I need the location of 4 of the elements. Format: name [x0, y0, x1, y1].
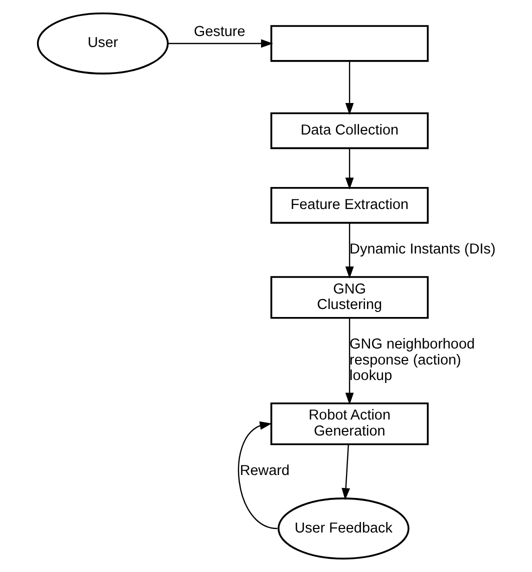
edge-label: Gesture [193, 24, 245, 40]
edge-label: Reward [239, 463, 290, 480]
edge-label: GNG neighborhood response (action) lookup [349, 336, 474, 384]
edge-label: Dynamic Instants (DIs) [349, 242, 496, 258]
